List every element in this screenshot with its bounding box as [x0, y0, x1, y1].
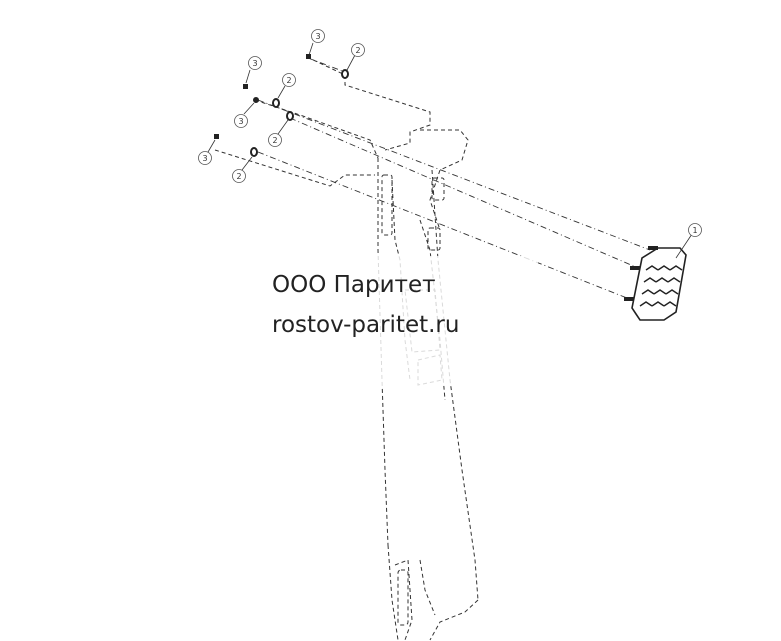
callout-label: 3 — [238, 117, 243, 126]
washer-2d — [241, 147, 258, 171]
callout-2d: 2 — [232, 169, 246, 183]
pedal-pad — [624, 233, 693, 321]
callout-2b: 2 — [282, 73, 296, 87]
callout-label: 3 — [315, 32, 320, 41]
washer-2c — [277, 111, 294, 135]
callout-label: 2 — [236, 172, 241, 181]
callout-3a: 3 — [311, 29, 325, 43]
watermark-company: ООО Паритет — [272, 272, 436, 298]
callout-3b: 3 — [248, 56, 262, 70]
callout-3d: 3 — [198, 151, 212, 165]
bolt-3d — [207, 134, 219, 153]
callout-3c: 3 — [234, 114, 248, 128]
washer-2b — [272, 85, 286, 108]
callout-label: 3 — [202, 154, 207, 163]
watermark: ООО Паритет rostov-paritet.ru — [248, 256, 538, 386]
callout-label: 2 — [272, 136, 277, 145]
assembly-lines — [257, 57, 651, 301]
bolt-3c — [243, 97, 259, 115]
watermark-url: rostov-paritet.ru — [272, 312, 460, 338]
callout-label: 2 — [355, 46, 360, 55]
callout-1: 1 — [688, 223, 702, 237]
callout-label: 2 — [286, 76, 291, 85]
washer-2a — [341, 54, 356, 79]
callout-label: 3 — [252, 59, 257, 68]
callout-2c: 2 — [268, 133, 282, 147]
callout-2a: 2 — [351, 43, 365, 57]
bolt-3a — [306, 42, 314, 59]
bolt-3b — [243, 69, 251, 89]
callout-label: 1 — [692, 226, 697, 235]
